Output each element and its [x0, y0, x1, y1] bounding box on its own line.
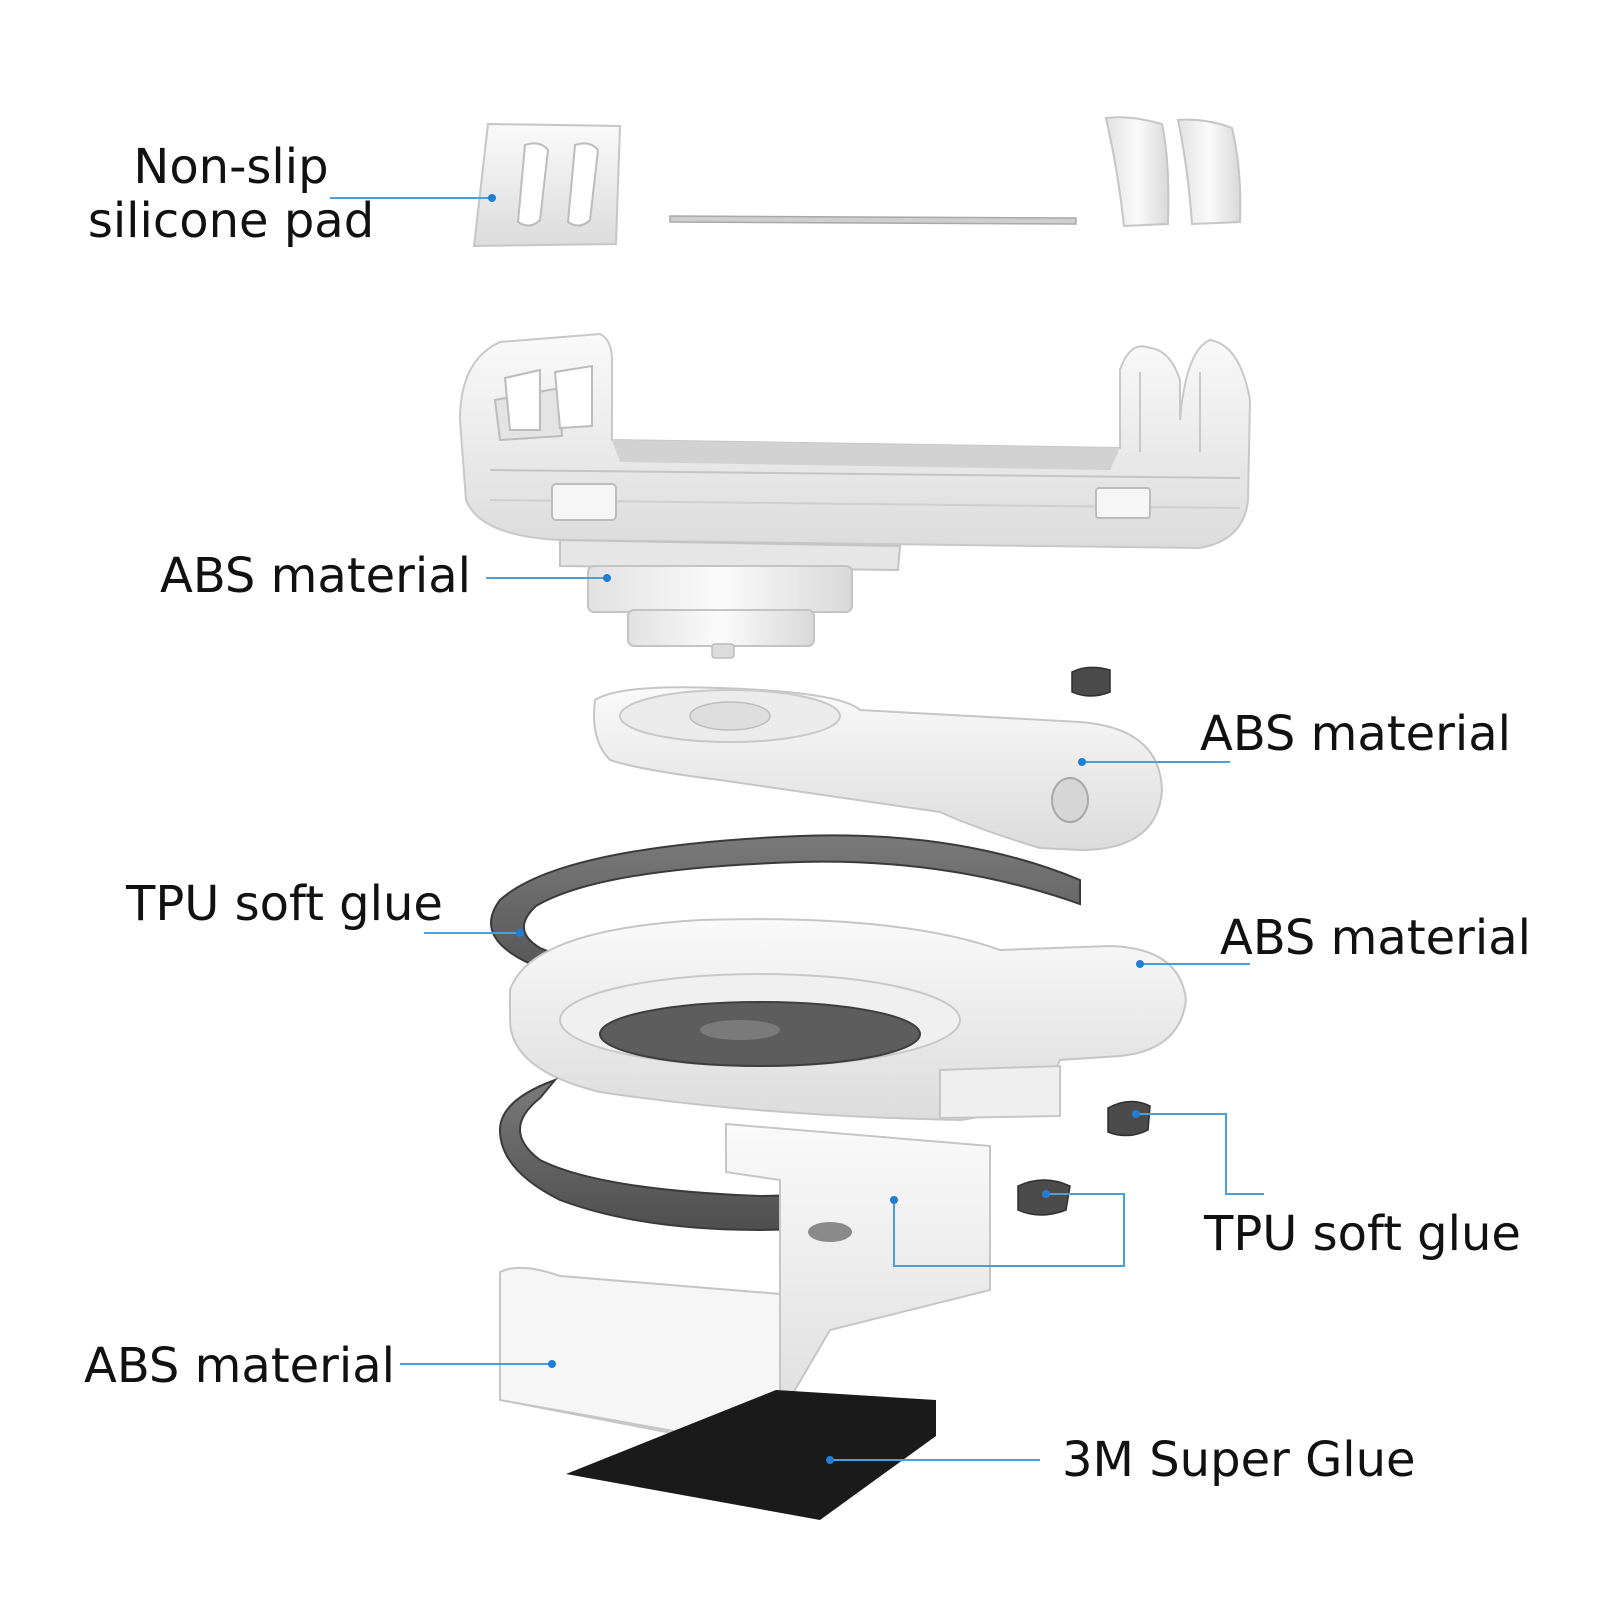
silicone-strip [669, 215, 1077, 225]
label-silicone-pad-line2: silicone pad [87, 193, 375, 249]
base-bracket [499, 1122, 991, 1452]
label-abs-arm: ABS material [1200, 706, 1511, 762]
glue-pad-3m [566, 1390, 936, 1520]
phone-clamp [458, 332, 1252, 659]
label-silicone-pad-line1: Non-slip [133, 139, 329, 195]
leader-dots [488, 194, 1144, 1464]
leader-lines [330, 197, 1264, 1461]
label-abs-clamp: ABS material [160, 548, 471, 604]
silicone-pad-right [1104, 116, 1242, 228]
label-tpu-ring: TPU soft glue [126, 876, 443, 932]
rotating-arm [593, 666, 1164, 852]
label-abs-ring: ABS material [1220, 910, 1531, 966]
leader-tpu-pads [893, 1113, 1264, 1267]
abs-ring [509, 918, 1188, 1122]
label-3m-glue: 3M Super Glue [1062, 1432, 1416, 1488]
tpu-ring-lower [498, 1077, 931, 1232]
label-silicone-pad: Non-slip silicone pad [86, 140, 376, 248]
label-abs-base: ABS material [84, 1338, 395, 1394]
tpu-pad-1 [1107, 1100, 1151, 1137]
label-tpu-pads: TPU soft glue [1204, 1206, 1521, 1262]
tpu-pad-2 [1017, 1179, 1071, 1216]
silicone-pad-left [472, 122, 622, 248]
